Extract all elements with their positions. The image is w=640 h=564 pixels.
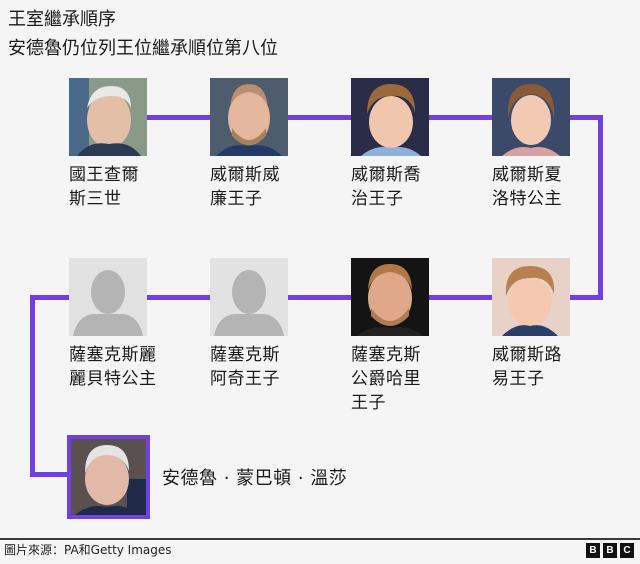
bbc-logo: B B C [586, 543, 634, 558]
label-princess-lilibet: 薩塞克斯麗 麗貝特公主 [69, 345, 157, 389]
image-source-credit: 圖片來源：PA和Getty Images [4, 543, 172, 557]
connector-row2 [30, 295, 603, 300]
chart-subtitle: 安德魯仍位列王位繼承順位第八位 [8, 38, 278, 59]
connector-right-vertical [598, 115, 603, 300]
label-prince-william: 威爾斯威 廉王子 [210, 165, 280, 209]
label-prince-archie: 薩塞克斯 阿奇王子 [210, 345, 280, 389]
label-prince-george: 威爾斯喬 治王子 [351, 165, 421, 209]
photo-prince-george [351, 78, 429, 156]
photo-andrew-mountbatten-windsor [71, 439, 146, 515]
connector-to-andrew [30, 472, 70, 477]
label-prince-harry: 薩塞克斯 公爵哈里 王子 [351, 345, 421, 413]
photo-princess-lilibet [69, 258, 147, 336]
connector-left-vertical [30, 295, 35, 477]
photo-prince-harry [351, 258, 429, 336]
highlighted-person-frame [67, 435, 150, 519]
photo-prince-louis [492, 258, 570, 336]
label-andrew-mountbatten-windsor: 安德魯 · 蒙巴頓 · 溫莎 [162, 468, 348, 489]
label-princess-charlotte: 威爾斯夏 洛特公主 [492, 165, 562, 209]
label-king-charles: 國王查爾 斯三世 [69, 165, 139, 209]
photo-princess-charlotte [492, 78, 570, 156]
photo-prince-archie [210, 258, 288, 336]
footer-divider [0, 538, 640, 540]
photo-prince-william [210, 78, 288, 156]
photo-king-charles [69, 78, 147, 156]
label-prince-louis: 威爾斯路 易王子 [492, 345, 562, 389]
chart-title: 王室繼承順序 [8, 9, 116, 30]
